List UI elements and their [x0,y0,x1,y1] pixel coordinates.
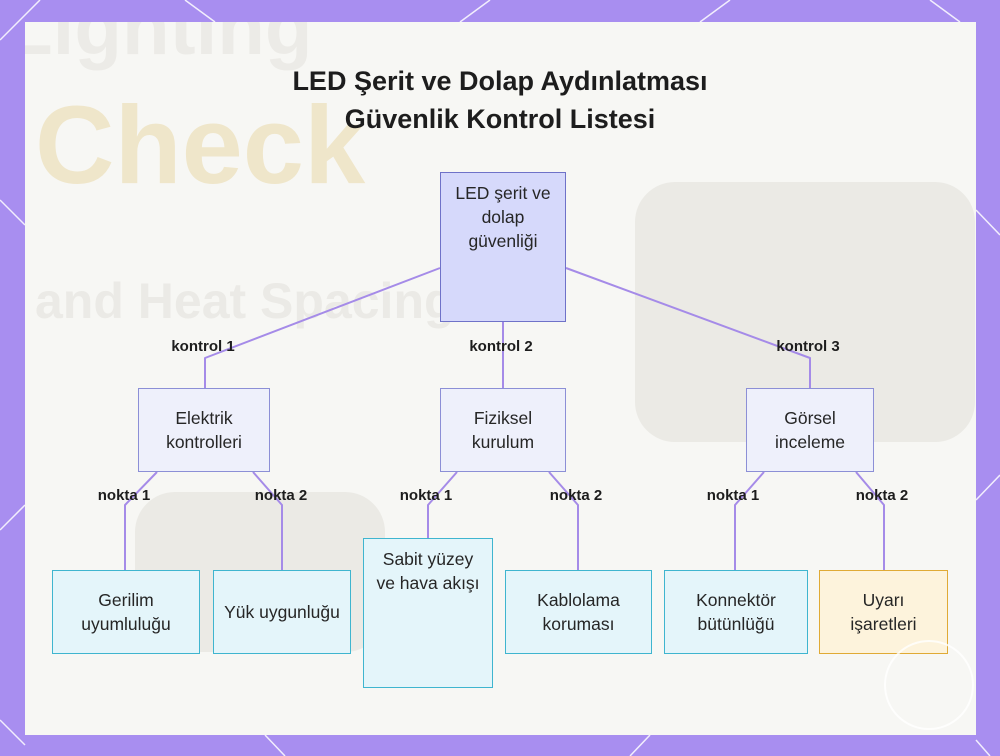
leaf-node-label: Sabit yüzey ve hava akışı [372,547,484,595]
leaf-node-label: Kablolama koruması [514,588,643,636]
edge-label-leaf: nokta 1 [400,487,453,504]
branch-node-physical: Fiziksel kurulum [440,388,566,472]
edge-label-leaf: nokta 2 [550,487,603,504]
leaf-node-mounting: Sabit yüzey ve hava akışı [363,538,493,688]
leaf-node-wiring: Kablolama koruması [505,570,652,654]
edge-label-leaf: nokta 1 [707,487,760,504]
leaf-node-connector: Konnektör bütünlüğü [664,570,808,654]
branch-node-label: Fiziksel kurulum [449,406,557,454]
leaf-node-voltage: Gerilim uyumluluğu [52,570,200,654]
edge-label-leaf: nokta 2 [255,487,308,504]
branch-node-visual: Görsel inceleme [746,388,874,472]
leaf-node-label: Yük uygunluğu [224,600,340,624]
edge-label-leaf: nokta 2 [856,487,909,504]
root-node: LED şerit ve dolap güvenliği [440,172,566,322]
leaf-node-label: Gerilim uyumluluğu [61,588,191,636]
edge-label-branch-3: kontrol 3 [776,338,839,355]
connector-branch-2-child-1 [428,472,457,538]
leaf-node-label: Uyarı işaretleri [828,588,939,636]
branch-node-label: Elektrik kontrolleri [147,406,261,454]
connector-root-branch-3 [566,268,810,388]
root-node-label: LED şerit ve dolap güvenliği [449,181,557,253]
branch-node-label: Görsel inceleme [755,406,865,454]
leaf-node-load: Yük uygunluğu [213,570,351,654]
edge-label-branch-2: kontrol 2 [469,338,532,355]
branch-node-electrical: Elektrik kontrolleri [138,388,270,472]
edge-label-leaf: nokta 1 [98,487,151,504]
connector-root-branch-1 [205,268,440,388]
edge-label-branch-1: kontrol 1 [171,338,234,355]
watermark-logo-icon [884,640,974,730]
leaf-node-label: Konnektör bütünlüğü [673,588,799,636]
